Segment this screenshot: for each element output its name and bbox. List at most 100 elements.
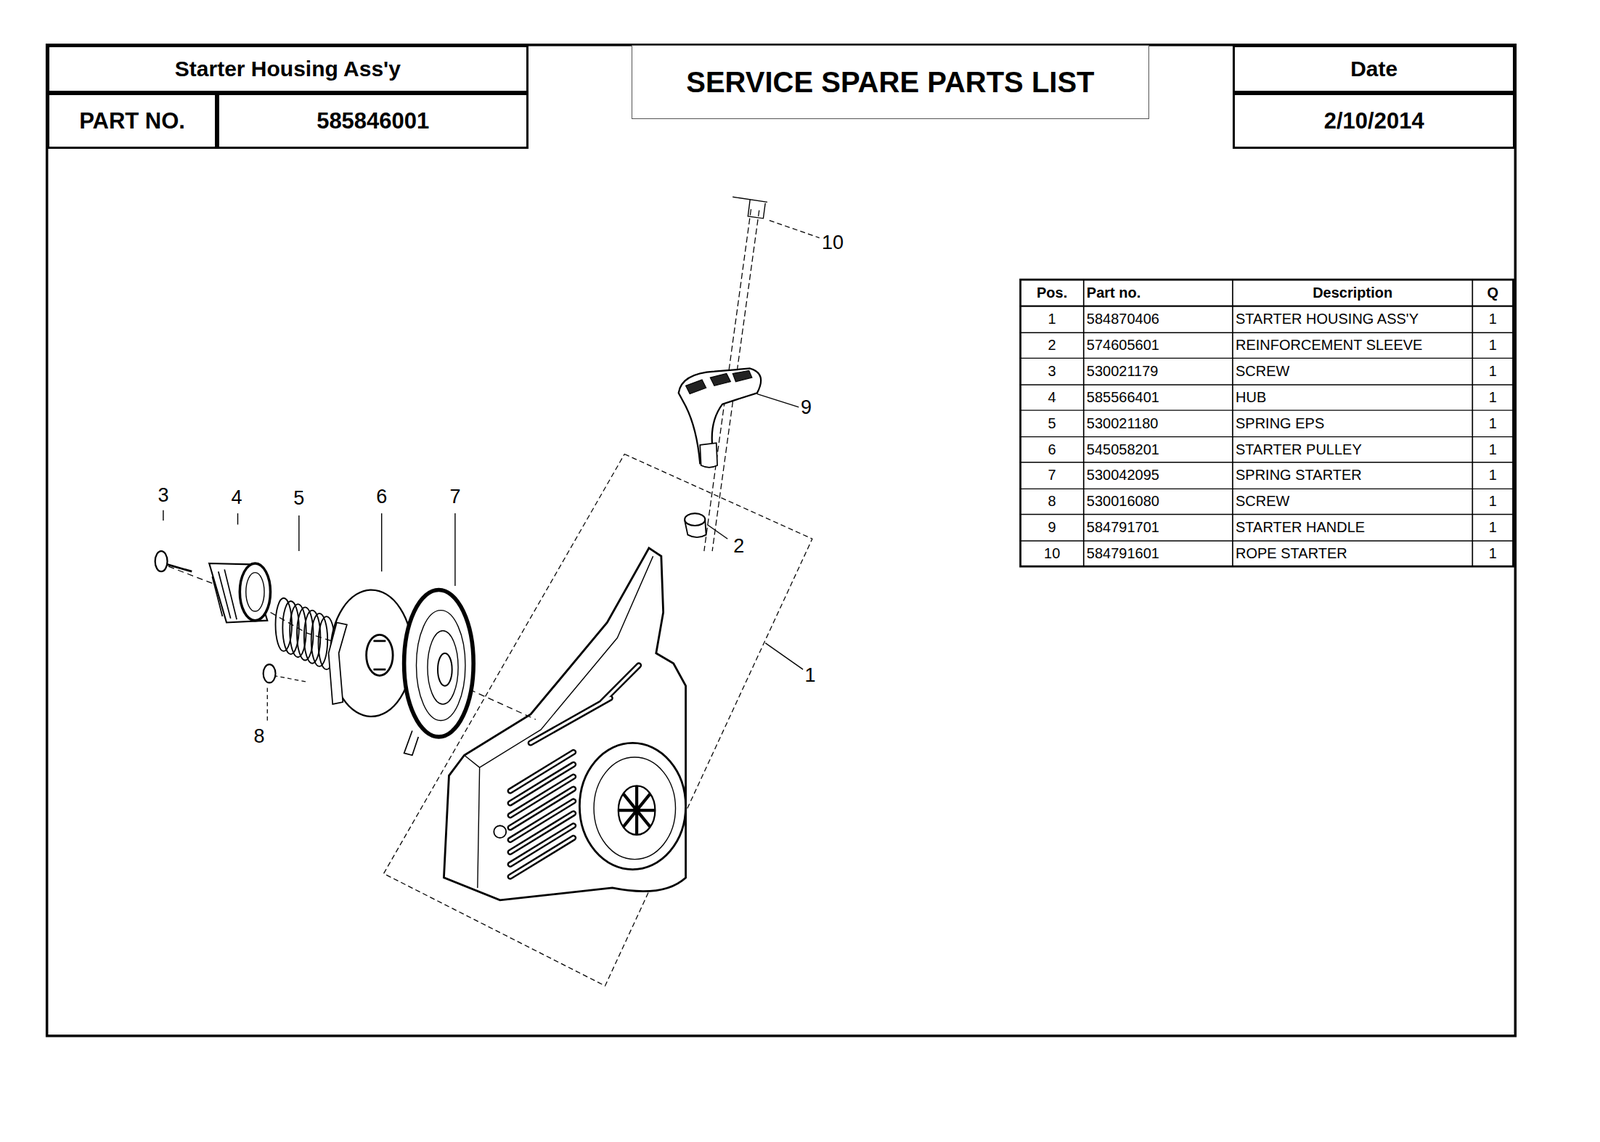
housing-fins [510, 665, 639, 877]
header-cell: 585846001 [217, 92, 529, 149]
housing-hole [493, 825, 506, 838]
table-rule [1020, 436, 1514, 438]
table-cell: 5 [1023, 410, 1081, 438]
table-cell: 8 [1023, 488, 1081, 514]
handle-stem [699, 442, 718, 468]
header-text: 2/10/2014 [1324, 108, 1425, 135]
table-cell: 584791701 [1086, 513, 1230, 541]
table-cell: 1 [1475, 488, 1510, 514]
table-rule [1471, 279, 1473, 567]
assembly-axis [168, 566, 536, 720]
callout-number: 6 [374, 486, 389, 509]
table-cell: 1 [1475, 332, 1510, 358]
table-cell: 545058201 [1086, 437, 1230, 463]
callout-number: 2 [731, 536, 746, 559]
header-text: PART NO. [79, 108, 186, 135]
table-cell: 530016080 [1086, 488, 1230, 514]
starter-handle [678, 368, 761, 464]
table-cell: 530021180 [1086, 410, 1230, 438]
table-header: Q [1475, 279, 1510, 307]
table-cell: 584791601 [1086, 540, 1230, 567]
leader-line [769, 220, 820, 239]
leader-line [237, 513, 239, 525]
handle-grip [686, 370, 753, 394]
table-cell: 584870406 [1086, 306, 1230, 334]
table-cell: SCREW [1235, 357, 1470, 385]
table-header: Description [1235, 279, 1470, 307]
table-cell: 4 [1023, 384, 1081, 411]
table-rule [1083, 279, 1085, 567]
starter-spring [404, 590, 475, 737]
table-cell: STARTER PULLEY [1235, 437, 1470, 463]
spring-spiral [427, 630, 459, 705]
table-cell: SCREW [1235, 488, 1470, 514]
housing-vent [593, 757, 676, 860]
table-cell: 1 [1475, 306, 1510, 334]
spring-coil [275, 598, 336, 670]
table-cell: 3 [1023, 357, 1081, 385]
table-cell: 530021179 [1086, 357, 1230, 385]
table-rule [1231, 279, 1234, 567]
table-cell: 1 [1475, 410, 1510, 438]
vent-spokes [618, 785, 656, 835]
table-rule [1020, 409, 1514, 411]
leader-line [765, 643, 803, 671]
callout-number: 8 [251, 725, 266, 748]
screw [155, 550, 168, 572]
table-rule [1020, 357, 1514, 359]
table-rule [1020, 461, 1514, 463]
leader-line [454, 513, 456, 586]
spring-tab [404, 730, 419, 755]
leader-line [707, 524, 728, 540]
table-cell: 1 [1475, 437, 1510, 463]
table-cell: HUB [1235, 384, 1470, 411]
table-cell: REINFORCEMENT SLEEVE [1235, 332, 1470, 358]
pulley-rim [328, 622, 348, 704]
table-cell: 7 [1023, 462, 1081, 490]
table-grid [1020, 279, 1514, 567]
leader-line [757, 394, 800, 408]
table-cell: 1 [1475, 384, 1510, 411]
table-cell: 2 [1023, 332, 1081, 358]
rope-knot [732, 196, 768, 219]
header-text: Date [1350, 56, 1398, 82]
callout-number: 7 [447, 486, 462, 509]
pulley-hub [373, 641, 386, 670]
table-rule [1020, 488, 1514, 490]
table-cell: 1 [1475, 513, 1510, 541]
callout-number: 4 [230, 487, 244, 509]
header-cell: Date [1232, 45, 1516, 93]
callout-number: 3 [156, 484, 170, 507]
page-title: SERVICE SPARE PARTS LIST [686, 66, 1095, 99]
table-cell: 530042095 [1086, 462, 1230, 490]
table-cell: 574605601 [1086, 332, 1230, 358]
table-cell: 9 [1023, 513, 1081, 541]
header-text: 585846001 [316, 108, 430, 135]
spring-spiral [415, 610, 465, 721]
header-cell: 2/10/2014 [1232, 92, 1516, 149]
callout-number: 5 [291, 487, 306, 510]
title-box: SERVICE SPARE PARTS LIST [631, 45, 1150, 120]
leader-line [162, 510, 164, 521]
hub [246, 572, 265, 612]
fin-slot [510, 665, 639, 877]
table-rule [1020, 384, 1514, 385]
header-text: Starter Housing Ass'y [174, 56, 401, 82]
table-header: Pos. [1023, 279, 1081, 307]
table-cell: 6 [1023, 437, 1081, 463]
callout-number: 9 [799, 397, 814, 419]
callout-number: 10 [820, 232, 846, 255]
table-cell: STARTER HOUSING ASS'Y [1235, 306, 1470, 334]
table-cell: SPRING EPS [1235, 410, 1470, 438]
assembly-axis [273, 675, 307, 682]
table-cell: 1 [1023, 306, 1081, 334]
header-cell: Starter Housing Ass'y [47, 45, 529, 93]
table-rule [1020, 305, 1514, 308]
hub-rib [211, 569, 237, 620]
table-border [1020, 279, 1514, 567]
table-cell: 1 [1475, 540, 1510, 567]
table-rule [1020, 332, 1514, 334]
pulley-hub [366, 634, 394, 676]
